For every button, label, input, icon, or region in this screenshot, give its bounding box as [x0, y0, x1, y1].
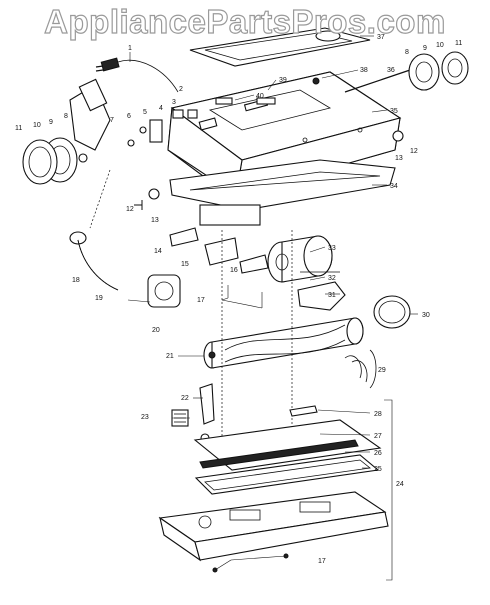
drive-belt [373, 295, 411, 329]
label-20: 20 [152, 327, 160, 334]
label-32: 32 [328, 275, 336, 282]
label-6: 6 [127, 113, 131, 120]
fan-housing [297, 271, 346, 311]
leader-lines [127, 35, 418, 571]
group-bracket-24 [384, 399, 393, 581]
label-22: 22 [181, 395, 189, 402]
handle-plate [189, 27, 371, 67]
nozzle-plate [193, 419, 382, 495]
label-13a: 13 [151, 217, 159, 224]
brush-roll [203, 317, 364, 369]
label-23: 23 [141, 414, 149, 421]
switch-parts [127, 77, 320, 147]
label-36: 36 [387, 67, 395, 74]
label-5: 5 [143, 109, 147, 116]
label-31: 31 [328, 292, 336, 299]
bottom-plate [158, 491, 389, 573]
label-29: 29 [378, 367, 386, 374]
left-wheel-assembly [22, 78, 111, 185]
motor [267, 235, 333, 283]
site-watermark: AppliancePartsPros.com [44, 2, 446, 40]
label-40: 40 [256, 93, 264, 100]
right-wheel-assembly [134, 51, 469, 210]
label-17b: 17 [318, 558, 326, 565]
label-38: 38 [360, 67, 368, 74]
label-14: 14 [154, 248, 162, 255]
label-18: 18 [72, 277, 80, 284]
label-25: 25 [374, 466, 382, 473]
label-12b: 12 [410, 148, 418, 155]
label-30: 30 [422, 312, 430, 319]
label-8a: 8 [64, 113, 68, 120]
label-24: 24 [396, 481, 404, 488]
label-28: 28 [374, 411, 382, 418]
label-9a: 9 [49, 119, 53, 126]
label-3: 3 [172, 99, 176, 106]
label-10a: 10 [33, 122, 41, 129]
label-33: 33 [328, 245, 336, 252]
hose-assembly [69, 231, 181, 308]
label-13b: 13 [395, 155, 403, 162]
label-9b: 9 [423, 45, 427, 52]
part-labels: 1 2 3 4 5 6 7 8 8 9 9 10 10 11 11 12 12 … [15, 34, 462, 565]
hose-axis [89, 169, 111, 229]
label-7: 7 [110, 117, 114, 124]
label-34: 34 [390, 183, 398, 190]
label-21: 21 [166, 353, 174, 360]
label-37: 37 [377, 34, 385, 41]
brush-strips [344, 349, 377, 389]
label-17a: 17 [197, 297, 205, 304]
hood-base [169, 159, 396, 226]
brackets [169, 227, 269, 308]
label-11b: 11 [455, 40, 462, 47]
label-39: 39 [279, 77, 287, 84]
label-16: 16 [230, 267, 238, 274]
label-1: 1 [128, 45, 132, 52]
label-19: 19 [95, 295, 103, 302]
power-cord [95, 57, 179, 93]
label-35: 35 [390, 108, 398, 115]
label-4: 4 [159, 105, 163, 112]
label-8b: 8 [405, 49, 409, 56]
label-26: 26 [374, 450, 382, 457]
label-12a: 12 [126, 206, 134, 213]
label-10b: 10 [436, 42, 444, 49]
label-15: 15 [181, 261, 189, 268]
label-27: 27 [374, 433, 382, 440]
label-11a: 11 [15, 125, 22, 132]
nozzle-hardware [171, 383, 321, 450]
label-2: 2 [179, 86, 183, 93]
